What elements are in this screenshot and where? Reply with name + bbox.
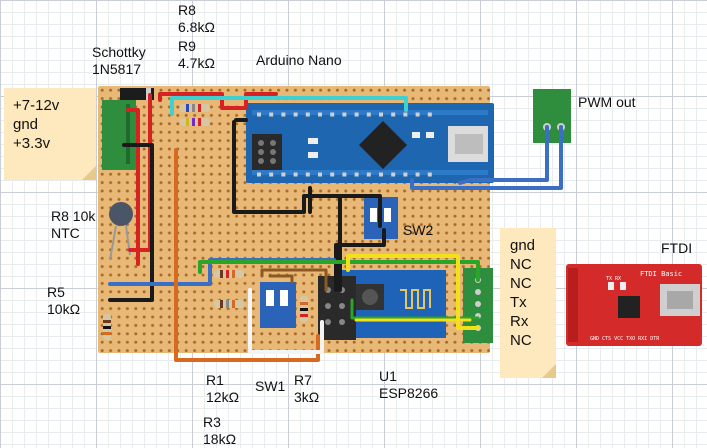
resistors [103, 104, 308, 340]
nano-pin [281, 172, 286, 177]
ftdi-note-line-2: NC [510, 256, 532, 273]
nano-pin [391, 172, 396, 177]
nano-pin [391, 112, 396, 117]
power-note-line-1: +7-12v [13, 97, 60, 114]
resistor-r8 [180, 104, 210, 112]
nano-pin [427, 172, 432, 177]
nano-pin [342, 112, 347, 117]
ftdi-note-line-1: gnd [510, 237, 536, 254]
label-r9: R9 4.7kΩ [178, 38, 215, 71]
nano-pin [427, 112, 432, 117]
label-sw2: SW2 [403, 222, 434, 238]
ntc-thermistor [109, 202, 133, 261]
nano-pin [330, 112, 335, 117]
nano-pin [379, 112, 383, 117]
arduino-nano [246, 103, 494, 183]
label-pwm-out: PWM out [578, 94, 636, 110]
ftdi-tx-rx-label: TX RX [606, 276, 621, 282]
label-u1: U1 ESP8266 [379, 368, 439, 401]
nano-pin [415, 172, 420, 177]
resistor-r7 [300, 296, 308, 322]
label-sw1: SW1 [255, 378, 286, 394]
ftdi-note-line-6: NC [510, 332, 532, 349]
label-ntc: R8 10k NTC [51, 208, 96, 241]
pwm-connector [533, 89, 571, 143]
resistor-r3 [214, 300, 244, 308]
nano-pin [403, 172, 408, 177]
label-r1: R1 12kΩ [206, 372, 240, 405]
label-r7: R7 3kΩ [294, 372, 320, 405]
resistor-r5 [103, 314, 111, 340]
power-note-line-2: gnd [13, 116, 39, 133]
wires [108, 92, 563, 362]
label-ftdi: FTDI [661, 240, 693, 256]
nano-pin [379, 172, 383, 177]
nano-pin [269, 112, 274, 117]
nano-pin [269, 172, 274, 177]
label-r5: R5 10kΩ [47, 284, 81, 317]
ftdi-pins-bottom: GND CTS VCC TXO RXI DTR [590, 336, 660, 342]
nano-pin [366, 172, 371, 177]
nano-pin [318, 112, 322, 117]
nano-pin [354, 112, 359, 117]
ftdi-note-line-4: Tx [510, 294, 527, 311]
nano-pin [366, 112, 371, 117]
nano-pin [257, 112, 261, 117]
esp8266-module [318, 270, 446, 340]
ftdi-board-title: FTDI Basic [640, 270, 682, 278]
ftdi-note-line-5: Rx [510, 313, 529, 330]
nano-pin [403, 112, 408, 117]
label-arduino-nano: Arduino Nano [256, 52, 342, 68]
nano-pin [305, 112, 310, 117]
nano-pin [415, 112, 420, 117]
resistor-r9 [180, 118, 210, 126]
label-r3: R3 18kΩ [203, 414, 237, 447]
nano-pin [293, 172, 298, 177]
nano-pin [293, 112, 298, 117]
ftdi-note: gnd NC NC Tx Rx NC [500, 228, 556, 378]
resistor-r1 [214, 270, 244, 278]
ftdi-note-line-3: NC [510, 275, 532, 292]
nano-pin [318, 172, 322, 177]
power-note: +7-12v gnd +3.3v [4, 88, 96, 180]
nano-pin [354, 172, 359, 177]
nano-pin [257, 172, 261, 177]
nano-pin [342, 172, 347, 177]
label-r8: R8 6.8kΩ [178, 2, 215, 35]
label-schottky: Schottky 1N5817 [92, 44, 146, 77]
nano-pin [330, 172, 335, 177]
sw1-dip-switch [260, 282, 296, 328]
nano-pin [281, 112, 286, 117]
power-note-line-3: +3.3v [13, 135, 51, 152]
ftdi-basic-board: FTDI Basic TX RX GND CTS VCC TXO RXI DTR [566, 264, 702, 346]
nano-pin [305, 172, 310, 177]
